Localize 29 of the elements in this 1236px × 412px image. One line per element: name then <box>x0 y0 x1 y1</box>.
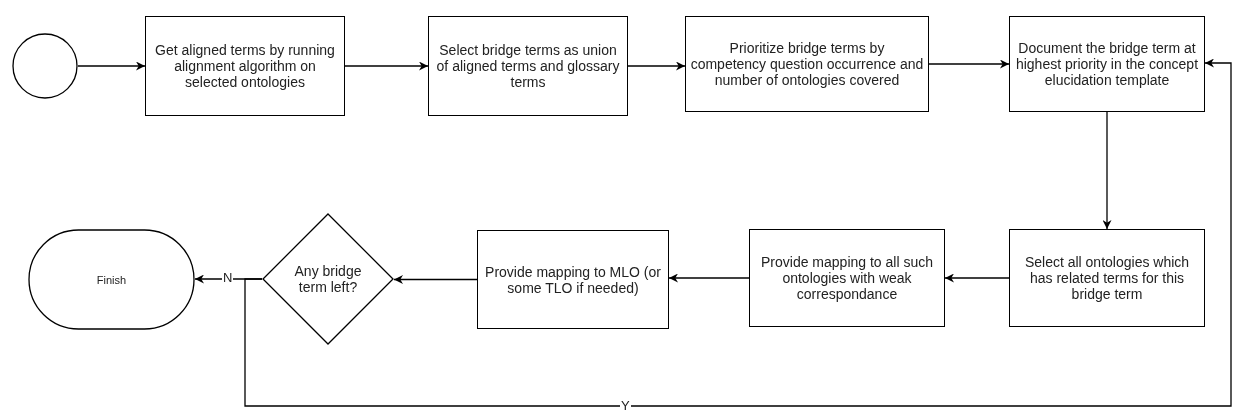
arrow <box>344 61 429 71</box>
node-text: Get aligned terms by running alignment algorithm on selected ontologies <box>154 42 336 90</box>
arrow <box>928 59 1010 69</box>
node-text: Document the bridge term at highest priority in the concept elucidation template <box>1014 40 1200 88</box>
node-text: Finish <box>96 272 127 288</box>
arrow <box>393 275 478 284</box>
node-text: Select bridge terms as union of aligned terms and glossary terms <box>435 42 621 90</box>
node-text: Prioritize bridge terms by competency question occurrence and number of ontologies covered <box>690 40 924 88</box>
node-text: Select all ontologies which has related terms for this bridge term <box>1023 254 1191 302</box>
process-box <box>1009 229 1205 327</box>
node-text: Provide mapping to all such ontologies with weak correspondance <box>760 254 934 302</box>
process-box <box>145 16 345 116</box>
node-text: Provide mapping to MLO (or some TLO if needed) <box>484 263 662 296</box>
arrow <box>244 58 1232 407</box>
process-box <box>685 16 929 112</box>
arrow <box>77 61 146 71</box>
process-box <box>477 230 669 329</box>
arrow <box>627 61 686 71</box>
arrow <box>1102 111 1112 230</box>
process-box <box>749 229 945 327</box>
process-box <box>1009 16 1205 112</box>
decision-diamond <box>262 213 394 345</box>
arrow <box>668 273 750 283</box>
edge-label: N <box>222 271 234 285</box>
edge-label: Y <box>620 399 631 412</box>
start-circle <box>12 33 78 99</box>
node-text: Any bridge term left? <box>293 263 363 295</box>
arrow <box>944 273 1010 283</box>
process-box <box>428 16 628 116</box>
